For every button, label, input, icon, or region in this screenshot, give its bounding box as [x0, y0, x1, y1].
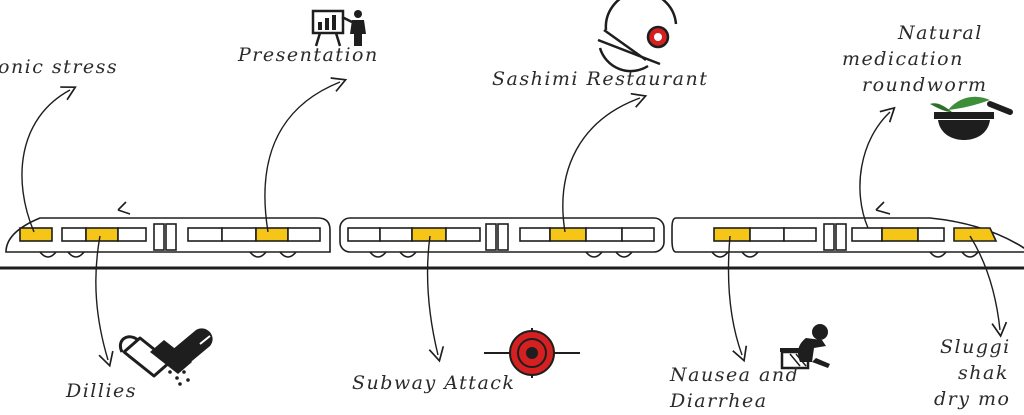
label-presentation: Presentation — [238, 44, 379, 66]
label-dillies: Dillies — [66, 380, 138, 402]
pills-icon — [119, 328, 213, 386]
label-natural-medication-line3: roundworm — [862, 74, 988, 96]
train-car-2 — [339, 217, 665, 258]
arrows-down — [95, 235, 1008, 368]
presenter-at-board-icon — [311, 9, 366, 47]
label-nausea-line1: Nausea and — [670, 364, 800, 386]
label-natural-medication-line2: medication — [842, 48, 964, 70]
sick-person-icon — [780, 324, 830, 370]
label-chronic-stress: onic stress — [0, 56, 119, 78]
label-nausea-line2: Diarrhea — [670, 390, 768, 412]
target-crosshair-icon — [484, 328, 580, 378]
label-sluggish-line1: Sluggi — [940, 336, 1011, 358]
label-sluggish-line2: shak — [958, 362, 1009, 384]
mortar-and-pestle-icon — [930, 96, 1013, 140]
label-natural-medication-line1: Natural — [898, 22, 983, 44]
train-car-3 — [671, 201, 1024, 258]
label-sluggish-line3: dry mo — [934, 388, 1011, 410]
no-sushi-icon — [597, 0, 678, 73]
label-sashimi-restaurant: Sashimi Restaurant — [492, 68, 709, 90]
arrows-up — [21, 77, 896, 233]
train-car-1 — [5, 201, 331, 258]
label-subway-attack: Subway Attack — [352, 372, 516, 394]
